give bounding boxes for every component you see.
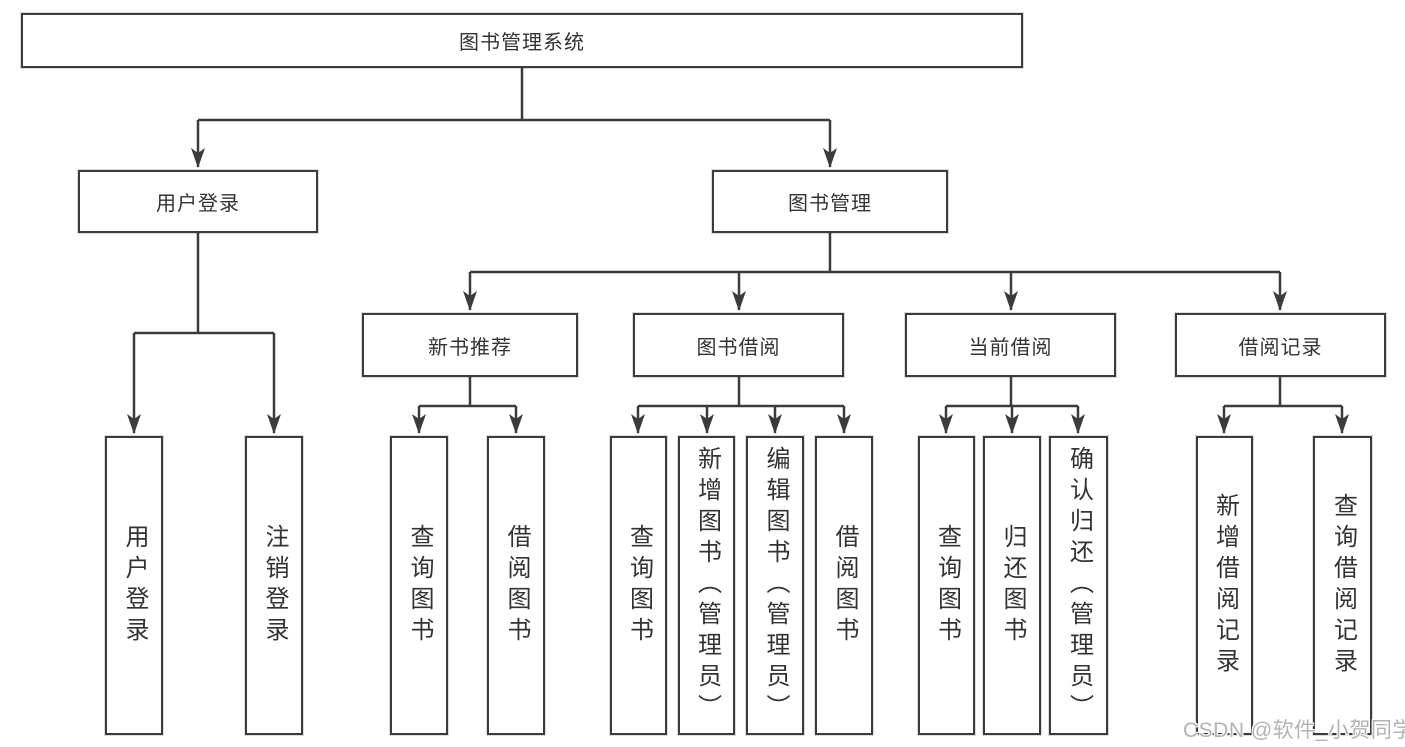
watermark: CSDN @软件_小贺同学 xyxy=(1183,719,1405,742)
node-book-borrowing-label: 图书借阅 xyxy=(696,336,781,359)
leaf-borrow-books: 借阅图书 xyxy=(815,436,873,735)
connector-book-management xyxy=(463,233,1287,311)
connector-current-borrowing xyxy=(939,377,1085,434)
node-user-login: 用户登录 xyxy=(78,170,318,233)
node-new-book-recommend: 新书推荐 xyxy=(362,313,578,377)
node-borrowing-records-label: 借阅记录 xyxy=(1238,336,1323,359)
leaf-label: 查询图书 xyxy=(933,523,961,648)
node-user-login-label: 用户登录 xyxy=(156,193,240,215)
node-new-book-recommend-label: 新书推荐 xyxy=(428,336,512,359)
leaf-label: 确认归还（管理员） xyxy=(1065,446,1093,725)
leaf-label: 借阅图书 xyxy=(503,523,530,648)
leaf-edit-books-admin: 编辑图书（管理员） xyxy=(746,436,804,735)
leaf-return-books: 归还图书 xyxy=(983,436,1041,735)
node-book-management: 图书管理 xyxy=(712,170,948,233)
node-book-borrowing: 图书借阅 xyxy=(633,313,844,377)
connector-user-login xyxy=(127,233,281,434)
connector-new-book-recommend xyxy=(412,377,523,434)
leaf-label: 新增借阅记录 xyxy=(1211,492,1239,679)
leaf-query-books-recommend: 查询图书 xyxy=(390,436,448,735)
leaf-confirm-return-admin: 确认归还（管理员） xyxy=(1049,436,1108,735)
leaf-query-books-current: 查询图书 xyxy=(918,436,975,735)
leaf-label: 用户登录 xyxy=(121,523,148,648)
connector-borrowing-records xyxy=(1217,377,1349,434)
connector-book-borrowing xyxy=(631,377,851,434)
leaf-label: 注销登录 xyxy=(261,523,288,648)
node-current-borrowing: 当前借阅 xyxy=(905,313,1116,377)
node-root-label: 图书管理系统 xyxy=(459,32,585,54)
leaf-borrow-books-recommend: 借阅图书 xyxy=(487,436,545,735)
node-borrowing-records: 借阅记录 xyxy=(1175,313,1386,377)
leaf-label: 归还图书 xyxy=(999,523,1026,648)
leaf-label: 查询借阅记录 xyxy=(1329,492,1357,679)
connector-root-to-level2 xyxy=(191,68,837,168)
leaf-label: 查询图书 xyxy=(406,523,433,648)
leaf-label: 编辑图书（管理员） xyxy=(762,446,789,725)
leaf-query-books-borrowing: 查询图书 xyxy=(610,436,667,735)
leaf-label: 借阅图书 xyxy=(831,523,858,648)
leaf-query-borrow-record: 查询借阅记录 xyxy=(1313,436,1372,735)
leaf-label: 新增图书（管理员） xyxy=(693,446,721,725)
leaf-user-login: 用户登录 xyxy=(105,436,163,735)
leaf-label: 查询图书 xyxy=(625,523,653,648)
leaf-add-borrow-record: 新增借阅记录 xyxy=(1196,436,1253,735)
node-current-borrowing-label: 当前借阅 xyxy=(968,336,1053,359)
leaf-add-books-admin: 新增图书（管理员） xyxy=(678,436,735,735)
node-root: 图书管理系统 xyxy=(21,13,1023,68)
leaf-logout: 注销登录 xyxy=(245,436,303,735)
node-book-management-label: 图书管理 xyxy=(788,193,872,215)
